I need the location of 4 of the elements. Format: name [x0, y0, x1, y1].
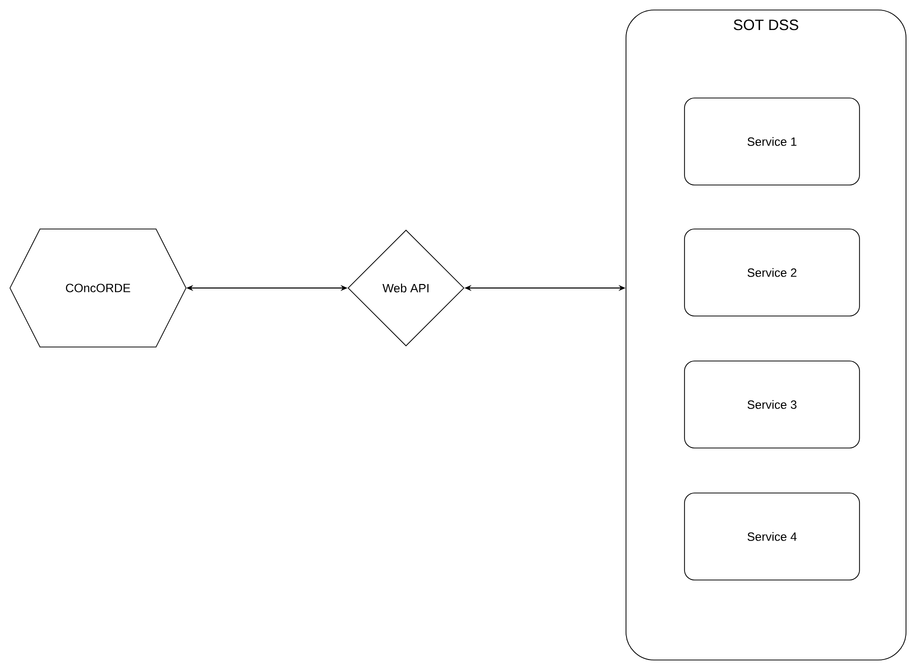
service-box: Service 3 [684, 360, 860, 448]
service-box: Service 4 [684, 492, 860, 580]
service-box: Service 2 [684, 228, 860, 316]
service-box: Service 1 [684, 98, 860, 186]
